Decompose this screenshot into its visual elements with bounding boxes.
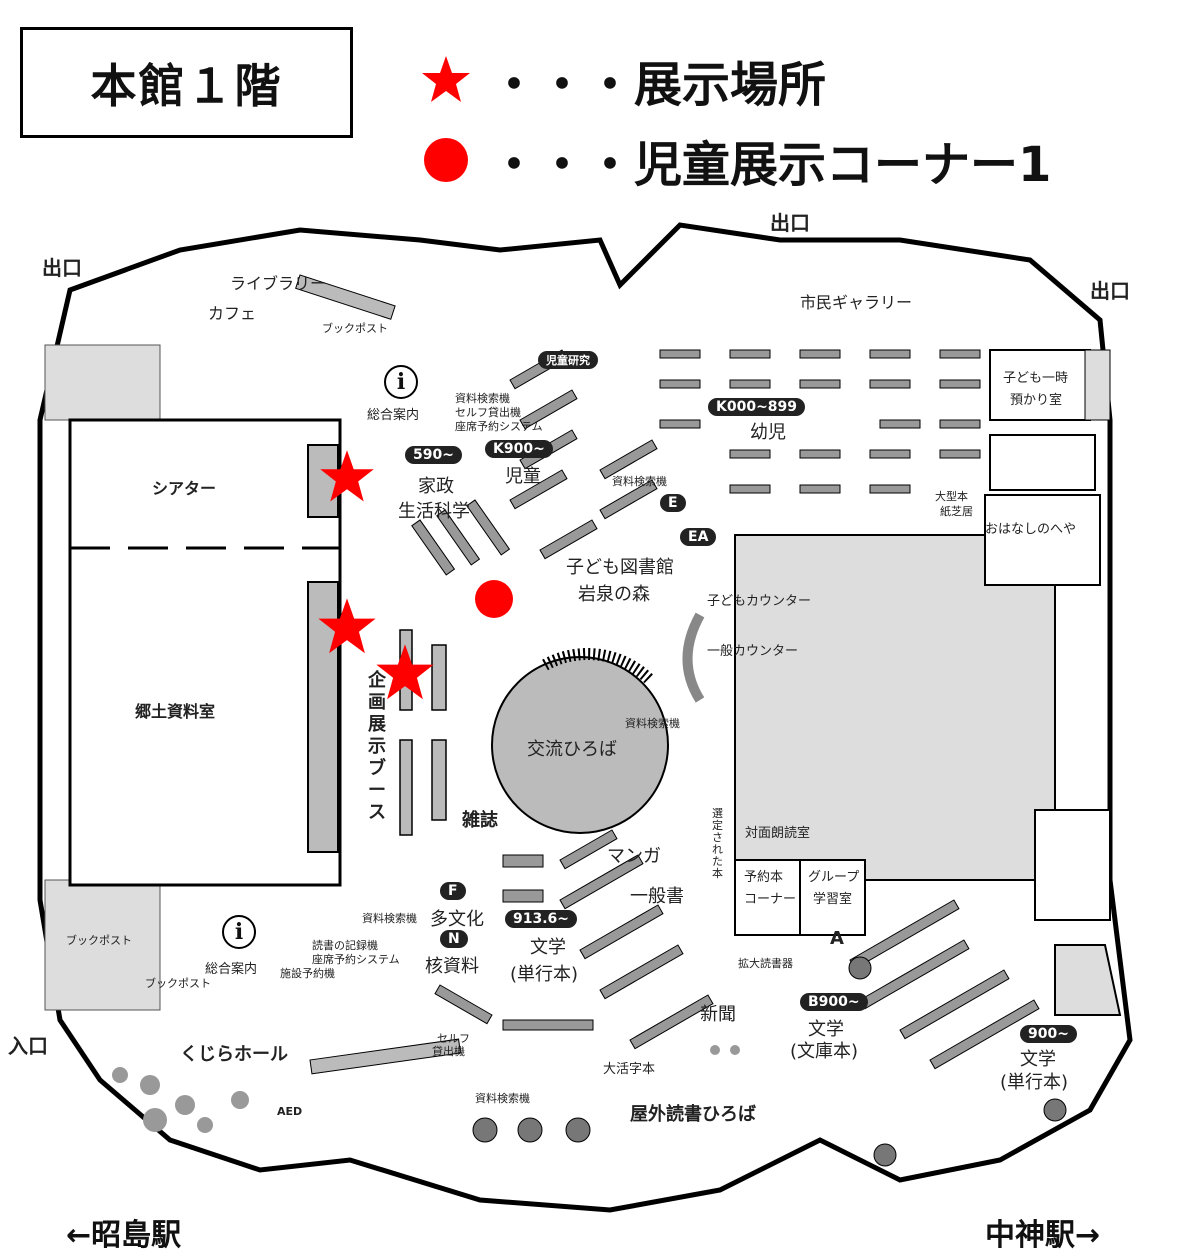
- seat-system-bottom-label: 座席予約システム: [312, 953, 400, 966]
- reserved-label-2: コーナー: [744, 892, 797, 907]
- literature-single-b-label-2: (単行本): [1000, 1072, 1069, 1093]
- childcare-label: 子ども一時: [1003, 371, 1069, 386]
- local-materials-label: 郷土資料室: [135, 702, 216, 721]
- badge-e: E: [660, 494, 686, 512]
- badge-k900: K900~: [485, 440, 553, 458]
- outdoor-reading-label: 屋外読書ひろば: [630, 1104, 756, 1125]
- reading-room-label: 対面朗読室: [745, 826, 811, 841]
- circle-icon: [424, 138, 468, 182]
- exhibit-star-1: [320, 450, 374, 502]
- childcare-label-2: 預かり室: [1010, 393, 1063, 408]
- literature-single-label: 文学: [530, 937, 566, 958]
- kujira-hall-label: くじらホール: [180, 1044, 288, 1065]
- badge-590: 590~: [405, 446, 462, 464]
- exit-top-right[interactable]: 出口: [1090, 279, 1130, 303]
- magazines-label: 雑誌: [462, 810, 498, 831]
- magnifier-label: 拡大読書器: [738, 957, 793, 970]
- big-books-label-2: 紙芝居: [940, 505, 973, 518]
- seat-system-top-label: 座席予約システム: [455, 420, 543, 433]
- info-icon: i: [222, 915, 256, 949]
- direction-right: 中神駅→: [985, 1218, 1101, 1253]
- legend-kids-corner: ・・・児童展示コーナー1: [420, 125, 1051, 195]
- badge-913: 913.6~: [505, 910, 578, 928]
- legend-kids-label: ・・・児童展示コーナー1: [490, 137, 1052, 193]
- general-books-label: 一般書: [630, 886, 684, 907]
- child-research-badge: 児童研究: [538, 351, 598, 369]
- badge-ea: EA: [680, 528, 717, 546]
- legend-exhibit: ・・・展示場所: [420, 45, 826, 115]
- literature-paper-label: 文学: [808, 1019, 844, 1040]
- direction-left: ←昭島駅: [66, 1218, 182, 1253]
- home-econ-label-2: 生活科学: [398, 501, 470, 522]
- badge-900: 900~: [1020, 1025, 1077, 1043]
- book-post-left-label: ブックポスト: [66, 934, 132, 947]
- kids-library-label-2: 岩泉の森: [578, 584, 650, 605]
- manga-label: マンガ: [607, 846, 661, 867]
- selected-books-label: 選定された本: [712, 807, 723, 880]
- badge-a: A: [830, 928, 844, 949]
- self-checkout-top-label: セルフ貸出機: [455, 406, 521, 419]
- general-counter-label[interactable]: 一般カウンター: [707, 644, 799, 659]
- children-label: 児童: [505, 466, 541, 487]
- opac-center-label: 資料検索機: [625, 717, 680, 730]
- book-post-bottom-label: ブックポスト: [145, 977, 211, 990]
- large-print-label: 大活字本: [603, 1062, 656, 1077]
- self-checkout-bottom-label: セルフ: [437, 1032, 470, 1045]
- story-room-label: おはなしのへや: [985, 522, 1077, 537]
- opac-bottom-label: 資料検索機: [362, 912, 417, 925]
- theater-label: シアター: [152, 479, 217, 498]
- floor-title: 本館１階: [20, 27, 353, 138]
- reserved-label: 予約本: [744, 870, 784, 885]
- nuclear-label: 核資料: [425, 956, 479, 977]
- exit-top-left[interactable]: 出口: [42, 256, 82, 280]
- newspaper-label: 新聞: [700, 1004, 736, 1025]
- book-post-top-label: ブックポスト: [322, 322, 388, 335]
- search-terminal-top-label: 資料検索機: [455, 392, 510, 405]
- group-study-label-2: 学習室: [813, 892, 853, 907]
- multicultural-label: 多文化: [430, 909, 484, 930]
- group-study-label: グループ: [808, 870, 860, 885]
- badge-b900: B900~: [800, 993, 868, 1011]
- kids-library-label: 子ども図書館: [566, 557, 674, 578]
- reading-log-label: 読書の記録機: [312, 939, 378, 952]
- exhibit-star-2: [318, 598, 376, 654]
- badge-f: F: [440, 882, 466, 900]
- info-desk-top-label[interactable]: 総合案内: [367, 408, 420, 423]
- star-icon: [422, 56, 470, 102]
- facility-reserve-label: 施設予約機: [280, 967, 335, 980]
- exchange-plaza-label: 交流ひろば: [527, 739, 617, 760]
- citizen-gallery-label: 市民ギャラリー: [800, 293, 913, 312]
- home-econ-label: 家政: [418, 476, 454, 497]
- kids-corner-circle: [475, 580, 513, 618]
- kids-counter-label[interactable]: 子どもカウンター: [707, 594, 812, 609]
- literature-single-label-2: (単行本): [510, 964, 579, 985]
- self-checkout-bottom-label-2: 貸出機: [432, 1045, 465, 1058]
- exhibit-star-3: [376, 644, 434, 700]
- literature-single-b-label: 文学: [1020, 1049, 1056, 1070]
- big-books-label: 大型本: [935, 490, 968, 503]
- badge-n: N: [440, 930, 468, 948]
- opac-bottom2-label: 資料検索機: [475, 1092, 530, 1105]
- library-cafe-label: ライブラリー: [230, 274, 327, 293]
- opac-kids-label: 資料検索機: [612, 475, 667, 488]
- info-icon: i: [384, 365, 418, 399]
- infants-label: 幼児: [750, 422, 786, 443]
- literature-paper-label-2: (文庫本): [790, 1041, 859, 1062]
- exit-top-center[interactable]: 出口: [770, 211, 810, 235]
- badge-k000: K000~899: [708, 398, 806, 416]
- exhibit-booth-label: 企画展示ブース: [368, 670, 386, 823]
- aed-label: AED: [277, 1105, 303, 1118]
- library-cafe-label-2: カフェ: [208, 304, 257, 323]
- info-desk-bottom-label[interactable]: 総合案内: [205, 962, 258, 977]
- entrance[interactable]: 入口: [8, 1034, 48, 1058]
- legend-exhibit-label: ・・・展示場所: [490, 57, 827, 113]
